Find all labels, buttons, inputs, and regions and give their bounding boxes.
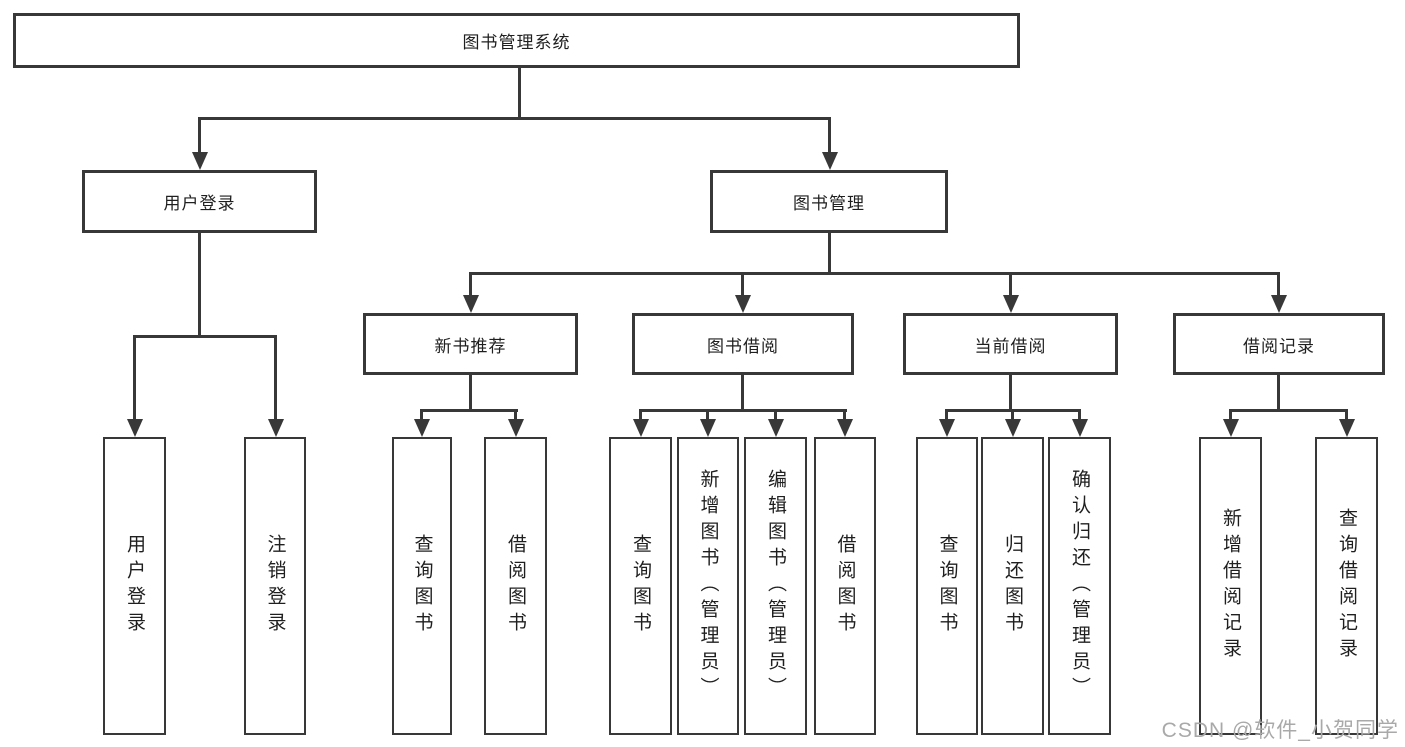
node-root-label: 图书管理系统 [462, 33, 571, 52]
arrow-down-icon [1223, 419, 1239, 437]
edge-drop [1011, 409, 1014, 421]
edge-book-management-trunk [828, 232, 831, 274]
node-book-borrow: 图书借阅 [632, 313, 854, 375]
edge-drop-user-login [198, 117, 201, 154]
edge-drop [774, 409, 777, 421]
arrow-down-icon [837, 419, 853, 437]
edge-drop [639, 409, 642, 421]
edge-drop [945, 409, 948, 421]
leaf-user-login-label: 用户登录 [124, 534, 145, 638]
edge-borrow-records-distributor [1229, 409, 1348, 412]
edge-recommend-distributor [420, 409, 518, 412]
arrow-down-icon [463, 295, 479, 313]
node-user-login: 用户登录 [82, 170, 317, 233]
leaf-borrow-books-recommend-label: 借阅图书 [505, 534, 526, 638]
leaf-query-borrow-record-label: 查询借阅记录 [1336, 508, 1357, 664]
edge-book-borrow-trunk [741, 374, 744, 411]
leaf-edit-books-admin-label: 编辑图书（管理员） [765, 469, 786, 703]
arrow-down-icon [268, 419, 284, 437]
edge-drop-leaf-user-login [133, 335, 136, 419]
edge-book-management-distributor [469, 272, 1280, 275]
edge-user-login-trunk [198, 232, 201, 336]
node-book-management-label: 图书管理 [793, 194, 865, 213]
node-current-borrow: 当前借阅 [903, 313, 1118, 375]
arrow-down-icon [768, 419, 784, 437]
edge-drop-new-book-recommend [469, 272, 472, 296]
leaf-confirm-return-admin-label: 确认归还（管理员） [1069, 469, 1090, 703]
node-user-login-label: 用户登录 [163, 194, 236, 213]
arrow-down-icon [1005, 419, 1021, 437]
csdn-watermark: CSDN @软件_小贺同学 [1161, 719, 1399, 742]
edge-drop [514, 409, 517, 421]
arrow-down-icon [1271, 295, 1287, 313]
arrow-down-icon [700, 419, 716, 437]
edge-current-borrow-trunk [1009, 374, 1012, 411]
arrow-down-icon [939, 419, 955, 437]
leaf-borrow-books: 借阅图书 [814, 437, 876, 735]
edge-recommend-trunk [469, 374, 472, 411]
leaf-logout-label: 注销登录 [264, 534, 286, 638]
edge-user-login-distributor [133, 335, 277, 338]
arrow-down-icon [127, 419, 143, 437]
arrow-down-icon [822, 152, 838, 170]
leaf-return-books-label: 归还图书 [1002, 534, 1023, 638]
edge-book-borrow-distributor [639, 409, 847, 412]
node-borrow-records-label: 借阅记录 [1243, 336, 1315, 356]
arrow-down-icon [192, 152, 208, 170]
leaf-query-books-recommend: 查询图书 [392, 437, 452, 735]
node-new-book-recommend-label: 新书推荐 [434, 336, 507, 356]
edge-drop-borrow-records [1277, 272, 1280, 296]
node-book-management: 图书管理 [710, 170, 948, 233]
edge-drop-current-borrow [1009, 272, 1012, 296]
leaf-query-books-recommend-label: 查询图书 [411, 534, 433, 638]
node-book-borrow-label: 图书借阅 [707, 336, 779, 356]
edge-root-distributor [198, 117, 831, 120]
leaf-borrow-books-label: 借阅图书 [834, 534, 856, 638]
edge-drop [420, 409, 423, 421]
edge-drop [1345, 409, 1348, 421]
arrow-down-icon [1339, 419, 1355, 437]
arrow-down-icon [508, 419, 524, 437]
edge-root-trunk [518, 67, 521, 118]
leaf-edit-books-admin: 编辑图书（管理员） [744, 437, 807, 735]
edge-borrow-records-trunk [1277, 374, 1280, 411]
node-root: 图书管理系统 [13, 13, 1020, 68]
arrow-down-icon [1072, 419, 1088, 437]
leaf-logout: 注销登录 [244, 437, 306, 735]
leaf-add-books-admin-label: 新增图书（管理员） [697, 469, 719, 703]
leaf-return-books: 归还图书 [981, 437, 1044, 735]
leaf-confirm-return-admin: 确认归还（管理员） [1048, 437, 1111, 735]
arrow-down-icon [1003, 295, 1019, 313]
edge-drop [706, 409, 709, 421]
arrow-down-icon [414, 419, 430, 437]
edge-drop [1078, 409, 1081, 421]
leaf-user-login: 用户登录 [103, 437, 166, 735]
node-current-borrow-label: 当前借阅 [974, 336, 1047, 356]
arrow-down-icon [633, 419, 649, 437]
leaf-add-borrow-record: 新增借阅记录 [1199, 437, 1262, 735]
edge-drop-book-management [828, 117, 831, 154]
edge-drop [1229, 409, 1232, 421]
leaf-query-borrow-record: 查询借阅记录 [1315, 437, 1378, 735]
leaf-add-books-admin: 新增图书（管理员） [677, 437, 739, 735]
node-borrow-records: 借阅记录 [1173, 313, 1385, 375]
edge-drop-book-borrow [741, 272, 744, 296]
leaf-query-books-borrow: 查询图书 [609, 437, 672, 735]
node-new-book-recommend: 新书推荐 [363, 313, 578, 375]
leaf-query-books-borrow-label: 查询图书 [630, 534, 651, 638]
leaf-borrow-books-recommend: 借阅图书 [484, 437, 547, 735]
arrow-down-icon [735, 295, 751, 313]
leaf-add-borrow-record-label: 新增借阅记录 [1220, 508, 1241, 664]
leaf-query-books-current-label: 查询图书 [936, 534, 958, 638]
edge-drop [843, 409, 846, 421]
edge-drop-leaf-logout [274, 335, 277, 419]
leaf-query-books-current: 查询图书 [916, 437, 978, 735]
